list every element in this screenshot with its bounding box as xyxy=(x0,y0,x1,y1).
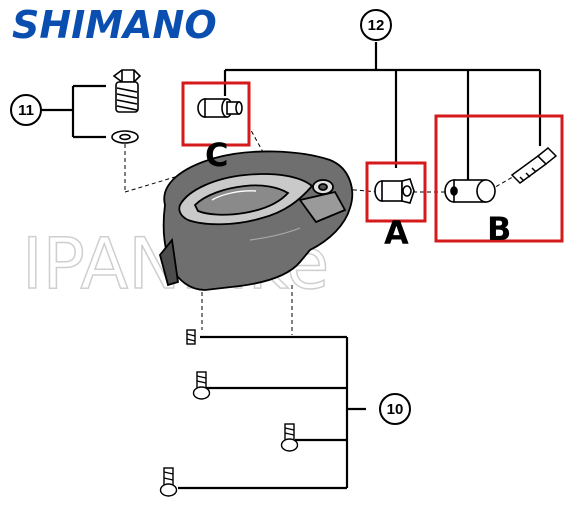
callout-10-label: 10 xyxy=(387,401,404,418)
small-screw xyxy=(186,329,196,345)
callout-12: 12 xyxy=(360,9,392,41)
callout-12-label: 12 xyxy=(368,17,385,34)
marker-b: B xyxy=(487,210,511,248)
highlight-box-a xyxy=(365,161,427,223)
lever-bracket-body xyxy=(159,150,354,291)
callout-11-label: 11 xyxy=(18,102,34,119)
washer xyxy=(111,130,139,144)
marker-a: A xyxy=(384,214,409,252)
callout-10-leaders xyxy=(178,335,366,490)
small-screw xyxy=(192,371,211,400)
callout-11: 11 xyxy=(10,94,42,126)
part-a-adjuster xyxy=(374,178,415,204)
shimano-logo: SHIMANO xyxy=(12,3,217,47)
fixing-bolt xyxy=(112,69,142,113)
callout-10: 10 xyxy=(379,393,411,425)
small-screw xyxy=(159,467,178,497)
callout-11-leaders xyxy=(41,84,106,139)
highlight-box-b xyxy=(434,114,564,243)
highlight-box-c xyxy=(181,81,251,147)
marker-c: C xyxy=(205,136,228,174)
part-b-barrel xyxy=(444,179,496,203)
part-b-screw xyxy=(510,146,558,184)
part-c-bolt xyxy=(197,98,243,118)
small-screw xyxy=(280,423,299,452)
